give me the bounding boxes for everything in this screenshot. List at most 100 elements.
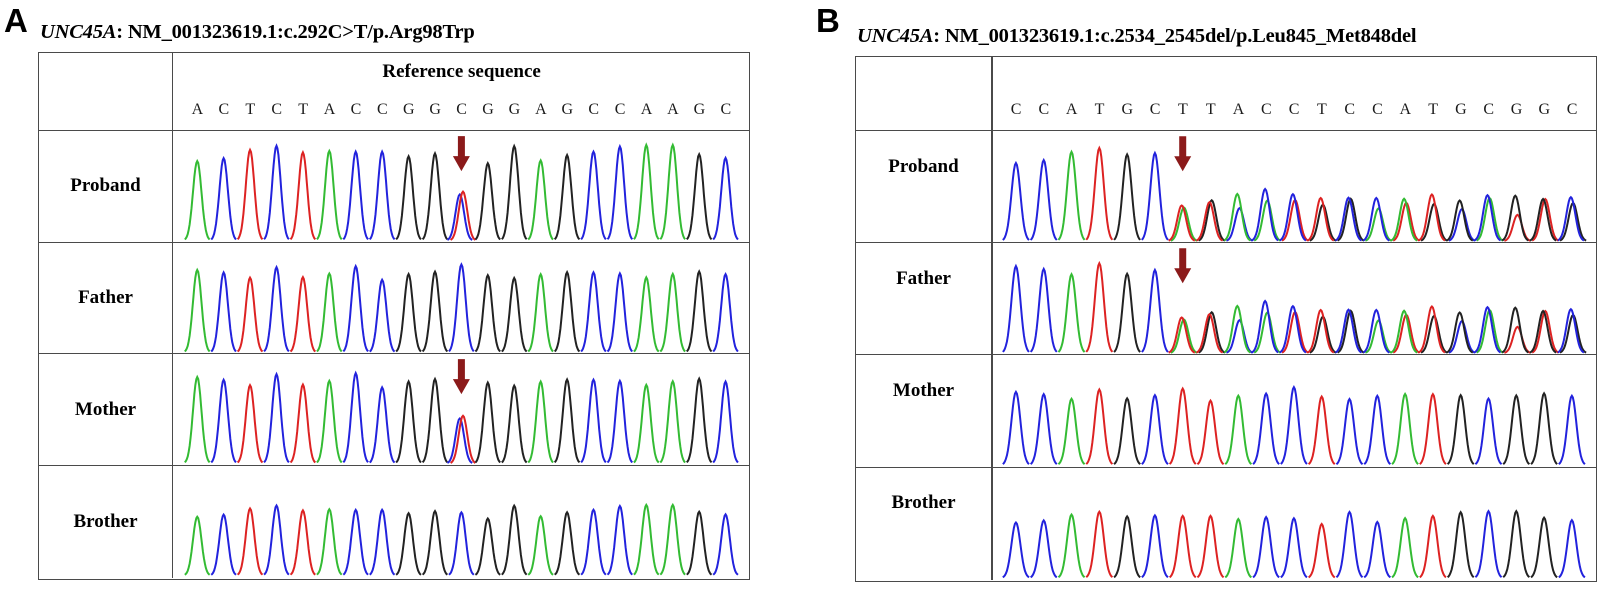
peak-t <box>1418 305 1446 354</box>
peak-g <box>474 380 502 464</box>
reference-base: C <box>456 101 467 118</box>
peak-c <box>1252 514 1281 578</box>
row-label-text: Proband <box>70 175 141 197</box>
peak-t <box>1307 308 1335 354</box>
row-label-mother: Mother <box>856 355 991 466</box>
peak-t <box>1196 313 1224 354</box>
peak-g <box>1337 197 1365 242</box>
peak-t <box>1419 513 1447 578</box>
peak-t <box>1307 196 1335 242</box>
reference-base: C <box>1566 101 1578 118</box>
trace-cell-proband <box>174 131 749 242</box>
table-row: Proband <box>39 131 749 243</box>
peak-t <box>1085 509 1114 578</box>
trace-cell-brother <box>992 468 1596 580</box>
peak-t <box>237 383 264 464</box>
peak-c <box>210 377 237 464</box>
peak-c <box>342 370 370 464</box>
peak-c <box>447 417 473 465</box>
chromatogram-trace <box>1002 385 1586 466</box>
table-row: Brother <box>856 468 1596 580</box>
peak-g <box>395 511 422 576</box>
peak-c <box>369 507 396 576</box>
peak-g <box>395 379 422 464</box>
peak-g <box>686 268 713 352</box>
panel-b-variant-nomenclature: : NM_001323619.1:c.2534_2545del/p.Leu845… <box>933 25 1417 47</box>
peak-g <box>422 269 449 352</box>
peak-g <box>554 377 581 464</box>
peak-t <box>1085 261 1114 353</box>
row-label-mother: Mother <box>39 354 173 466</box>
peak-a <box>527 514 554 576</box>
peak-c <box>1335 509 1364 578</box>
table-row: Mother <box>856 355 1596 468</box>
reference-base: T <box>1205 101 1216 118</box>
peak-c <box>1335 397 1364 466</box>
panel-a-title: UNC45A: NM_001323619.1:c.292C>T/p.Arg98T… <box>40 21 475 44</box>
row-label-text: Mother <box>892 380 955 402</box>
reference-base: A <box>323 101 336 118</box>
reference-base: G <box>1538 101 1551 118</box>
peak-a <box>527 271 554 352</box>
peak-a <box>316 507 343 576</box>
peak-c <box>1558 394 1586 466</box>
peak-c <box>712 512 739 576</box>
peak-g <box>1113 152 1142 241</box>
peak-c <box>1030 392 1058 466</box>
peak-a <box>633 274 660 352</box>
peak-t <box>1085 387 1114 466</box>
reference-base: T <box>1094 101 1105 118</box>
peak-t <box>1281 198 1309 242</box>
peak-c <box>1558 517 1586 578</box>
peak-c <box>1002 160 1030 241</box>
peak-c <box>1226 319 1254 354</box>
peak-g <box>1446 199 1474 242</box>
peak-a <box>184 515 211 576</box>
peak-g <box>1502 393 1531 466</box>
peak-g <box>1530 515 1558 578</box>
variant-arrow-icon <box>1174 136 1192 172</box>
reference-base: C <box>377 101 388 118</box>
peak-c <box>607 504 634 576</box>
header-left-axis <box>991 57 993 131</box>
peak-a <box>633 502 660 576</box>
peak-a <box>1224 516 1253 578</box>
peak-t <box>1531 309 1560 354</box>
peak-c <box>1362 196 1391 242</box>
row-label-proband: Proband <box>39 131 173 242</box>
reference-base: G <box>693 101 706 118</box>
peak-c <box>1002 520 1030 578</box>
peak-t <box>289 382 317 464</box>
peak-c <box>1280 516 1308 578</box>
peak-c <box>580 377 607 464</box>
peak-g <box>686 151 713 241</box>
peak-t <box>1168 204 1196 242</box>
reference-base: C <box>720 101 732 118</box>
row-label-father: Father <box>856 243 991 354</box>
table-row: Father <box>856 243 1596 356</box>
reference-base: C <box>614 101 626 118</box>
peak-a <box>1391 515 1420 578</box>
reference-base: T <box>1317 101 1327 118</box>
peak-g <box>1559 313 1587 354</box>
peak-c <box>1002 390 1030 466</box>
peak-g <box>1501 306 1530 354</box>
peak-g <box>1502 508 1531 578</box>
peak-g <box>1337 309 1365 354</box>
peak-t <box>289 149 317 241</box>
peak-c <box>1030 157 1058 241</box>
peak-c <box>1141 267 1169 353</box>
peak-c <box>1141 393 1169 466</box>
reference-base: G <box>1510 101 1523 118</box>
peak-c <box>342 149 370 241</box>
reference-base: C <box>1372 101 1383 118</box>
row-label-text: Mother <box>74 398 137 420</box>
peak-g <box>395 271 422 352</box>
peak-g <box>1198 311 1226 354</box>
peak-g <box>1446 311 1474 354</box>
table-row: Proband <box>856 131 1596 244</box>
reference-base: C <box>1344 101 1356 118</box>
reference-base: A <box>667 101 679 118</box>
